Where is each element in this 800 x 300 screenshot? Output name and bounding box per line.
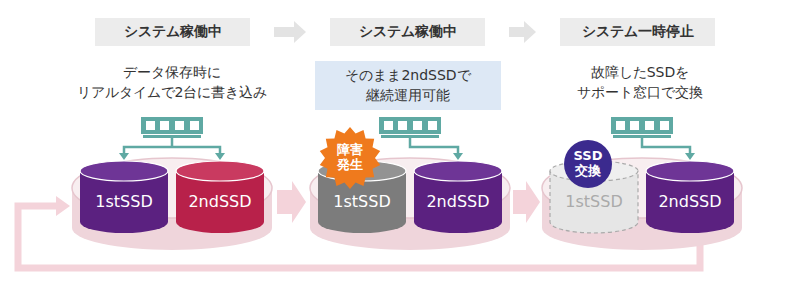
- node-text: 2ndSSD: [175, 160, 265, 211]
- memory-module: [611, 117, 673, 138]
- node-text: 1stSSD: [79, 160, 169, 211]
- stage-header: システム稼働中: [95, 18, 250, 46]
- memory-module: [379, 117, 441, 138]
- step-arrow: [509, 21, 536, 43]
- failure-burst: 障害 発生: [318, 126, 382, 190]
- note-box: そのまま2ndSSDで 継続運用可能: [315, 61, 501, 110]
- exchange-badge: SSD 交換: [564, 140, 612, 188]
- stage-note: データ保存時に リアルタイムで2台に書き込み: [62, 62, 282, 103]
- ssd-cylinder: 2ndSSD: [175, 160, 265, 234]
- ssd-cylinder: 2ndSSD: [413, 160, 503, 234]
- memory-module: [141, 117, 203, 138]
- step-arrow: [274, 21, 306, 43]
- ssd-cylinder: 2ndSSD: [645, 160, 735, 234]
- node-text: 障害 発生: [332, 143, 368, 173]
- loop-arrowhead: [56, 196, 70, 216]
- ssd-cylinder: 1stSSD: [79, 160, 169, 234]
- platform: [72, 158, 272, 250]
- node-text: システム稼働中: [124, 23, 222, 41]
- stage-header: システム稼働中: [330, 18, 485, 46]
- node-text: SSD 交換: [570, 149, 606, 179]
- stage-header: システム一時停止: [560, 18, 715, 46]
- node-text: 2ndSSD: [413, 160, 503, 211]
- node-text: システム一時停止: [582, 23, 694, 41]
- node-text: システム稼働中: [359, 23, 457, 41]
- node-text: そのまま2ndSSDで 継続運用可能: [323, 65, 493, 106]
- node-text: 2ndSSD: [645, 160, 735, 211]
- stage-note: 故障したSSDを サポート窓口で交換: [535, 62, 745, 103]
- stage-arrow: [513, 181, 540, 223]
- stage-arrow: [277, 181, 306, 223]
